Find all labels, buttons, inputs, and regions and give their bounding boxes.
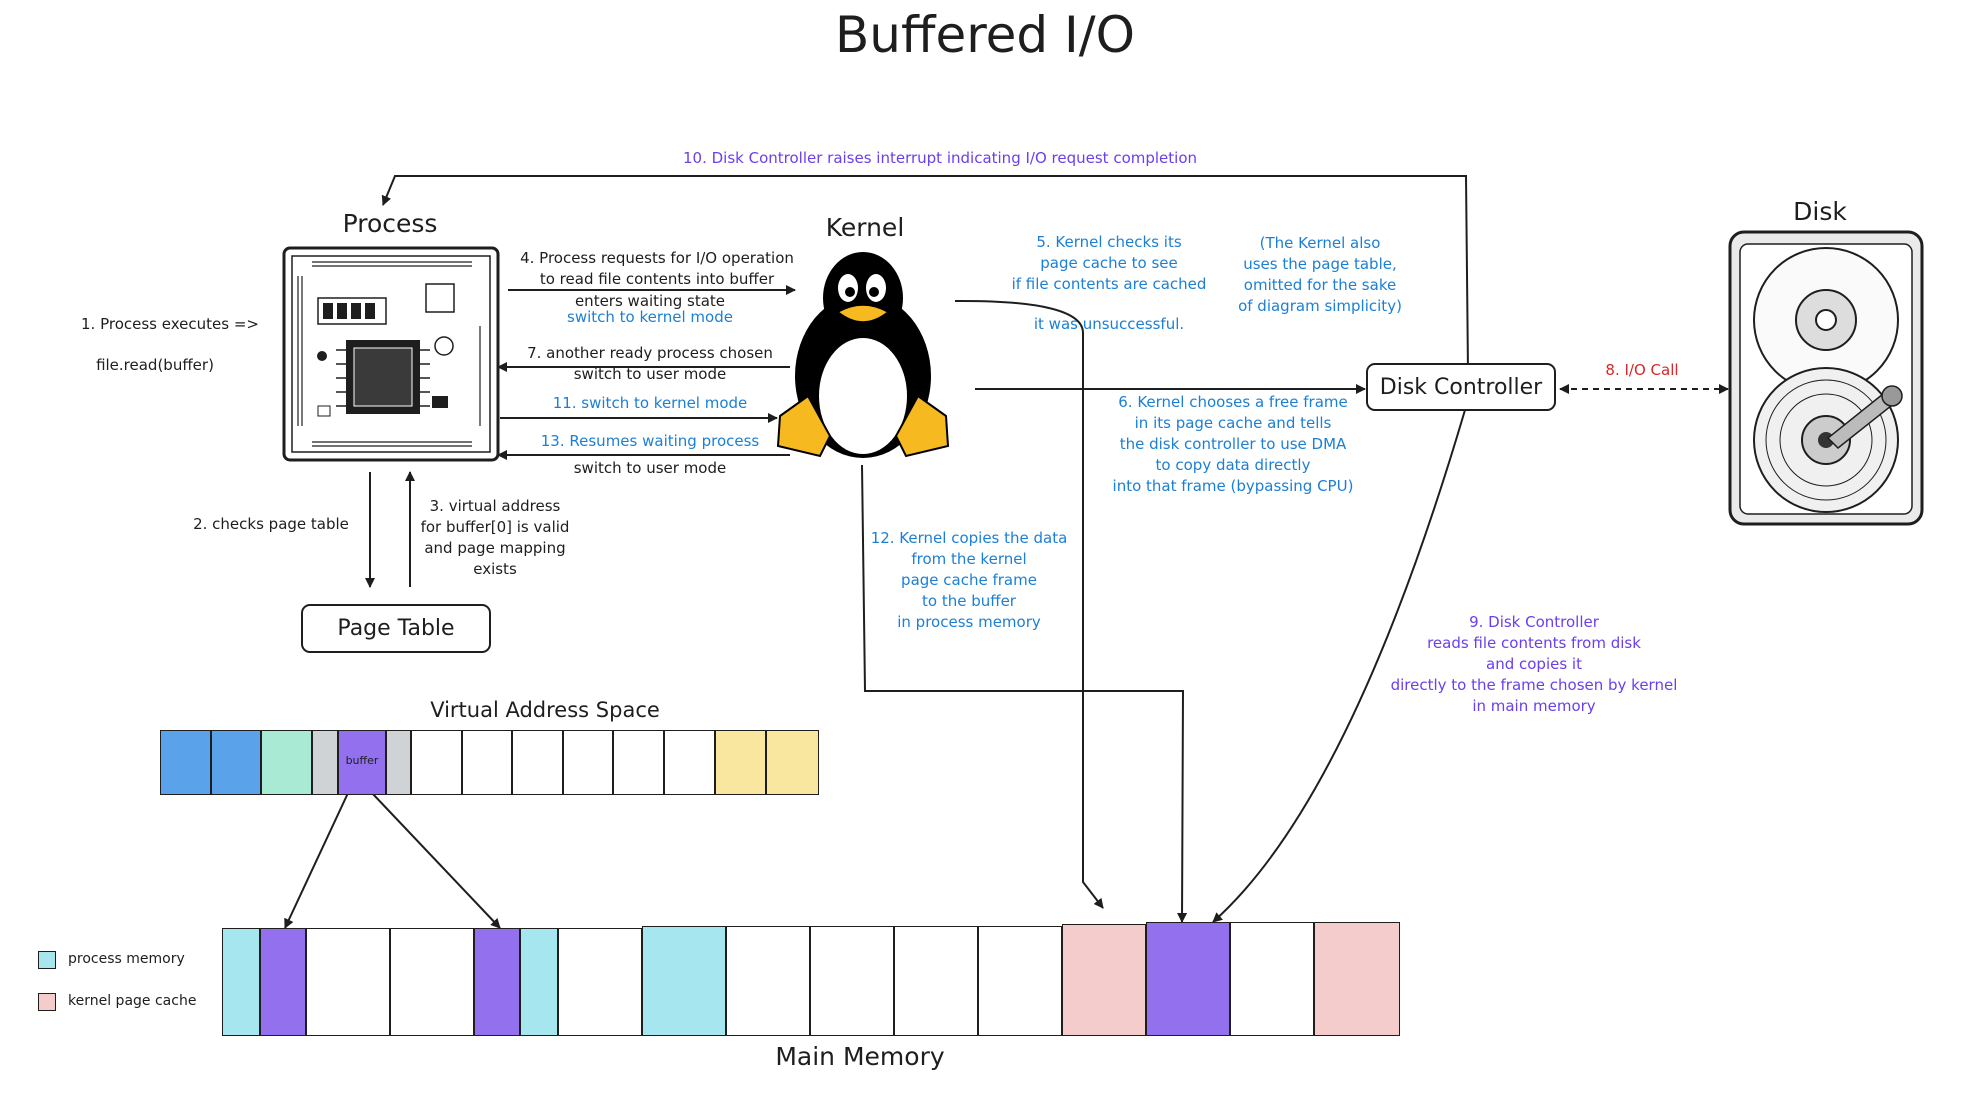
step-3: 3. virtual address for buffer[0] is vali… <box>420 497 570 578</box>
legend-swatch-kernel-cache <box>38 993 56 1011</box>
vas-page <box>613 730 664 795</box>
memory-frame <box>222 928 260 1036</box>
arrow-dma-copy <box>1212 409 1466 923</box>
memory-frame <box>726 926 810 1036</box>
memory-frame <box>978 926 1062 1036</box>
step-4-waiting: enters waiting state <box>574 292 726 310</box>
arrow-map-2 <box>371 792 501 929</box>
disk-controller-box: Disk Controller <box>1366 363 1556 411</box>
step-8: 8. I/O Call <box>1605 361 1679 379</box>
memory-frame <box>894 926 978 1036</box>
vas-page <box>715 730 766 795</box>
step-6: 6. Kernel chooses a free frame in its pa… <box>1112 393 1354 495</box>
cpu-chip-icon <box>282 246 500 462</box>
arrow-interrupt <box>381 175 1469 373</box>
memory-frame <box>390 928 474 1036</box>
arrow-check-cache <box>954 299 1104 909</box>
step-10: 10. Disk Controller raises interrupt ind… <box>682 149 1198 167</box>
vas-page <box>512 730 563 795</box>
step-13-user-mode: switch to user mode <box>573 459 727 477</box>
step-12: 12. Kernel copies the data from the kern… <box>870 529 1068 631</box>
vas-page <box>211 730 261 795</box>
memory-frame <box>1146 922 1230 1036</box>
main-memory <box>222 922 1402 1039</box>
memory-frame <box>520 928 558 1036</box>
step-7: 7. another ready process chosen <box>527 344 773 362</box>
vas-buffer-page <box>338 730 386 795</box>
memory-frame <box>642 926 726 1036</box>
step-9: 9. Disk Controller reads file contents f… <box>1390 613 1678 715</box>
vas-page <box>261 730 312 795</box>
disk-label: Disk <box>1793 197 1847 226</box>
step-5-result: it was unsuccessful. <box>1033 315 1185 333</box>
linux-penguin-icon <box>776 252 950 458</box>
kernel-label: Kernel <box>825 213 905 242</box>
memory-frame <box>306 928 390 1036</box>
diagram-title: Buffered I/O <box>835 6 1135 64</box>
step-11: 11. switch to kernel mode <box>552 394 748 412</box>
step-1-executes: 1. Process executes => <box>81 315 259 333</box>
step-13: 13. Resumes waiting process <box>540 432 760 450</box>
step-4-kernel-mode: switch to kernel mode <box>567 308 733 326</box>
memory-frame <box>1230 922 1314 1036</box>
virtual-address-space-label: Virtual Address Space <box>430 698 660 722</box>
page-table-note: (The Kernel also uses the page table, om… <box>1238 234 1402 315</box>
memory-frame <box>558 928 642 1036</box>
step-5: 5. Kernel checks its page cache to see i… <box>1011 233 1207 293</box>
hard-disk-icon <box>1728 230 1924 526</box>
vas-page <box>462 730 512 795</box>
step-2: 2. checks page table <box>193 515 349 533</box>
memory-frame <box>810 926 894 1036</box>
main-memory-label: Main Memory <box>775 1042 945 1071</box>
step-4: 4. Process requests for I/O operation to… <box>520 249 794 288</box>
vas-page <box>766 730 819 795</box>
memory-frame <box>260 928 306 1036</box>
vas-page <box>386 730 411 795</box>
step-1-read-call: file.read(buffer) <box>96 356 214 374</box>
page-table-box: Page Table <box>301 604 491 653</box>
vas-page <box>160 730 211 795</box>
buffer-label: buffer <box>345 754 379 767</box>
vas-page <box>563 730 613 795</box>
virtual-address-space: buffer <box>160 730 819 795</box>
vas-page <box>664 730 715 795</box>
arrow-copy-to-buffer <box>861 464 1188 923</box>
legend-swatch-process-memory <box>38 951 56 969</box>
arrow-map-1 <box>284 792 349 929</box>
step-7-user-mode: switch to user mode <box>573 365 727 383</box>
legend-kernel-cache: kernel page cache <box>68 993 197 1009</box>
memory-frame <box>474 928 520 1036</box>
vas-page <box>312 730 338 795</box>
memory-frame <box>1062 924 1146 1036</box>
legend-process-memory: process memory <box>68 951 185 967</box>
vas-page <box>411 730 462 795</box>
memory-frame <box>1314 922 1400 1036</box>
process-label: Process <box>342 209 438 238</box>
